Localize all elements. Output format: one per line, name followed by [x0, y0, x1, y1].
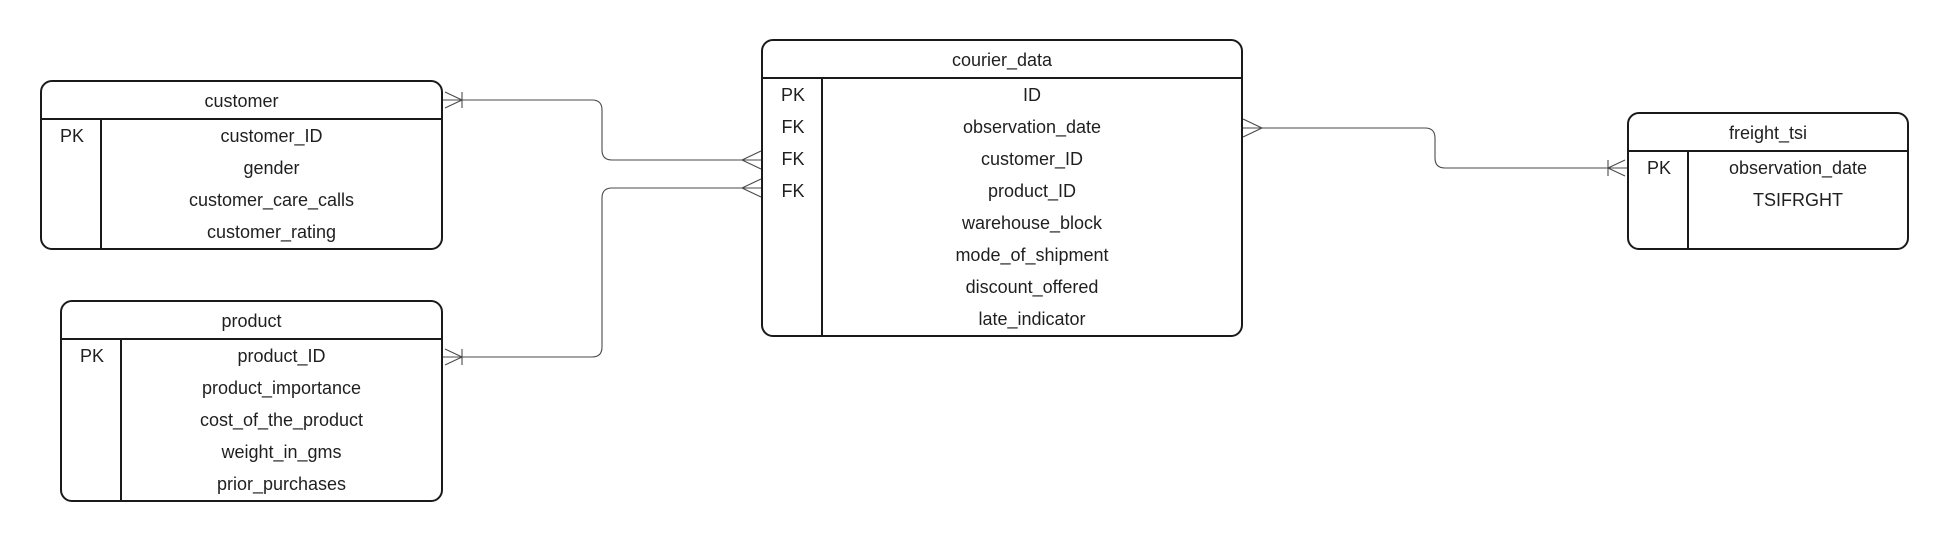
table-row[interactable]: FK observation_date — [763, 111, 1241, 143]
attribute-name: discount_offered — [965, 277, 1099, 297]
key-column-divider — [1629, 152, 1689, 248]
entity-product-title: product — [62, 302, 441, 340]
attribute-name: prior_purchases — [216, 474, 347, 494]
table-row[interactable]: warehouse_block — [763, 207, 1241, 239]
table-row[interactable]: TSIFRGHT — [1629, 184, 1907, 216]
entity-product-body: PK product_ID product_importance cost_of… — [62, 340, 441, 500]
key-label: FK — [781, 117, 805, 137]
entity-courier-data[interactable]: courier_data PK ID FK observation_date F… — [761, 39, 1243, 337]
key-label: FK — [781, 181, 805, 201]
attribute-name: cost_of_the_product — [199, 410, 364, 430]
entity-customer-body: PK customer_ID gender customer_care_call… — [42, 120, 441, 248]
key-label: PK — [59, 126, 84, 146]
attribute-name: observation_date — [962, 117, 1102, 137]
attribute-name: customer_ID — [220, 126, 323, 146]
attribute-name: weight_in_gms — [221, 442, 342, 462]
attribute-name: late_indicator — [978, 309, 1086, 329]
entity-customer-title: customer — [42, 82, 441, 120]
key-label: PK — [780, 85, 805, 105]
attribute-name: mode_of_shipment — [955, 245, 1109, 265]
entity-freight-tsi-title: freight_tsi — [1629, 114, 1907, 152]
table-row[interactable]: FK customer_ID — [763, 143, 1241, 175]
table-row[interactable]: PK customer_ID — [42, 120, 441, 152]
table-row[interactable]: PK product_ID — [62, 340, 441, 372]
entity-courier-data-title: courier_data — [763, 41, 1241, 79]
table-row[interactable]: PK ID — [763, 79, 1241, 111]
relationship-customer-courier — [443, 91, 762, 170]
relationship-courier-freight — [1242, 118, 1627, 177]
attribute-name: ID — [1023, 85, 1041, 105]
entity-customer[interactable]: customer PK customer_ID gender customer_… — [40, 80, 443, 250]
table-row[interactable]: prior_purchases — [62, 468, 441, 500]
table-row[interactable]: customer_care_calls — [42, 184, 441, 216]
attribute-name: gender — [243, 158, 300, 178]
key-label: FK — [781, 149, 805, 169]
attribute-name: customer_rating — [206, 222, 337, 242]
entity-courier-data-body: PK ID FK observation_date FK customer_ID… — [763, 79, 1241, 335]
relationship-product-courier — [443, 178, 762, 366]
key-column-divider — [42, 120, 102, 248]
attribute-name: observation_date — [1728, 158, 1868, 178]
entity-freight-tsi[interactable]: freight_tsi PK observation_date TSIFRGHT — [1627, 112, 1909, 250]
table-row[interactable] — [1629, 216, 1907, 248]
entity-freight-tsi-body: PK observation_date TSIFRGHT — [1629, 152, 1907, 248]
attribute-name: product_ID — [987, 181, 1077, 201]
table-row[interactable]: mode_of_shipment — [763, 239, 1241, 271]
attribute-name: product_ID — [237, 346, 326, 366]
entity-product[interactable]: product PK product_ID product_importance… — [60, 300, 443, 502]
key-column-divider — [763, 79, 823, 335]
table-row[interactable]: PK observation_date — [1629, 152, 1907, 184]
table-row[interactable]: weight_in_gms — [62, 436, 441, 468]
table-row[interactable]: gender — [42, 152, 441, 184]
attribute-name: TSIFRGHT — [1753, 190, 1843, 210]
table-row[interactable]: product_importance — [62, 372, 441, 404]
attribute-name: warehouse_block — [961, 213, 1103, 233]
table-row[interactable]: customer_rating — [42, 216, 441, 248]
attribute-name: product_importance — [201, 378, 362, 398]
table-row[interactable]: cost_of_the_product — [62, 404, 441, 436]
key-column-divider — [62, 340, 122, 500]
table-row[interactable]: discount_offered — [763, 271, 1241, 303]
key-label: PK — [1646, 158, 1671, 178]
table-row[interactable]: late_indicator — [763, 303, 1241, 335]
attribute-name: customer_care_calls — [188, 190, 355, 210]
attribute-name: customer_ID — [980, 149, 1084, 169]
key-label: PK — [79, 346, 104, 366]
table-row[interactable]: FK product_ID — [763, 175, 1241, 207]
